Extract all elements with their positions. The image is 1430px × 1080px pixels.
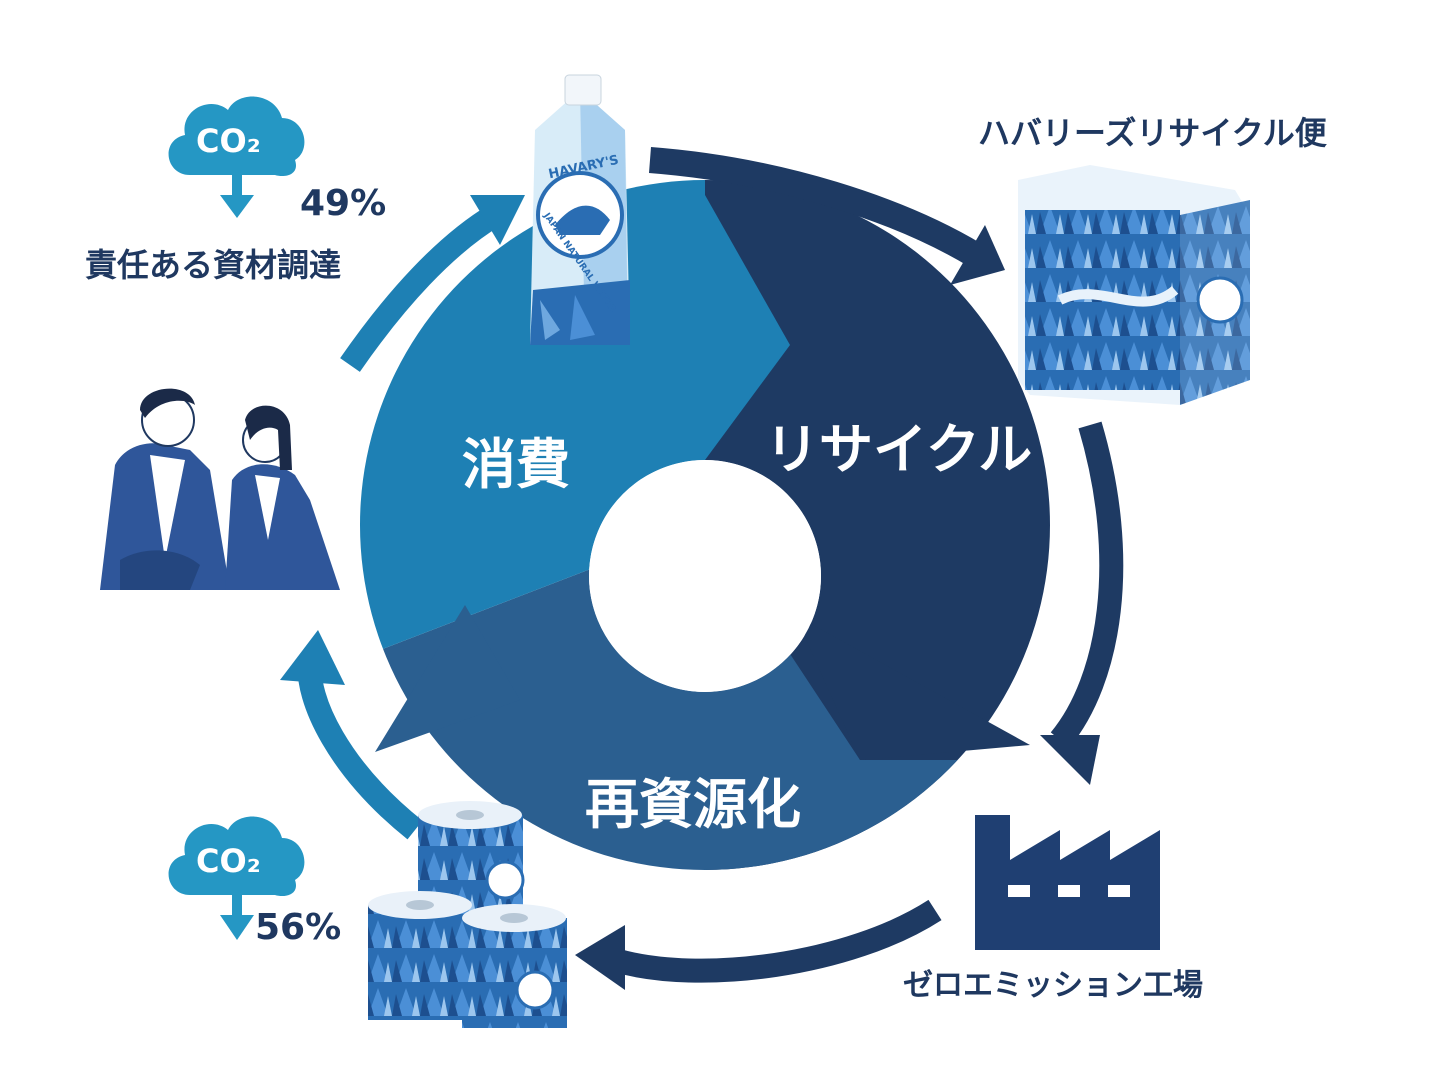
arrow-head-box bbox=[950, 225, 1005, 285]
co2-text: CO₂ bbox=[196, 842, 261, 880]
responsible-sourcing-label: 責任ある資材調達 bbox=[85, 246, 342, 284]
arrow-carton-to-box bbox=[648, 147, 982, 267]
co2-reduction-percent: 56% bbox=[255, 907, 342, 948]
factory-icon bbox=[975, 815, 1160, 950]
toilet-paper-illustration bbox=[368, 801, 567, 1028]
down-arrow-icon bbox=[220, 888, 254, 940]
arrow-head-people bbox=[280, 630, 345, 685]
co2-text: CO₂ bbox=[196, 122, 261, 160]
arrow-rolls-to-people bbox=[297, 658, 423, 840]
ring-center-hole bbox=[589, 460, 821, 692]
arrow-box-to-factory bbox=[1050, 421, 1124, 748]
arrow-head-factory bbox=[1040, 735, 1100, 785]
cloud-icon bbox=[168, 96, 305, 177]
arrow-factory-to-rolls bbox=[611, 899, 942, 983]
recycle-service-label: ハバリーズリサイクル便 bbox=[978, 114, 1327, 152]
zero-emission-factory-label: ゼロエミッション工場 bbox=[903, 968, 1203, 1003]
people-illustration bbox=[100, 388, 340, 590]
arrow-head-carton bbox=[470, 195, 525, 245]
water-carton-illustration bbox=[530, 74, 630, 345]
recycle-label: リサイクル bbox=[765, 418, 1033, 481]
consumption-arrowhead bbox=[705, 195, 790, 460]
co2-reduction-percent: 49% bbox=[300, 183, 387, 224]
gift-box-illustration bbox=[1018, 165, 1250, 405]
arrow-head-rolls bbox=[575, 925, 625, 990]
regeneration-arrowhead bbox=[375, 605, 520, 752]
recycle-arrowhead bbox=[795, 615, 1030, 760]
consumption-label: 消費 bbox=[462, 433, 570, 496]
regeneration-label: 再資源化 bbox=[585, 773, 801, 836]
cloud-icon bbox=[168, 816, 305, 897]
arrow-people-to-carton bbox=[340, 204, 502, 372]
down-arrow-icon bbox=[220, 168, 254, 218]
